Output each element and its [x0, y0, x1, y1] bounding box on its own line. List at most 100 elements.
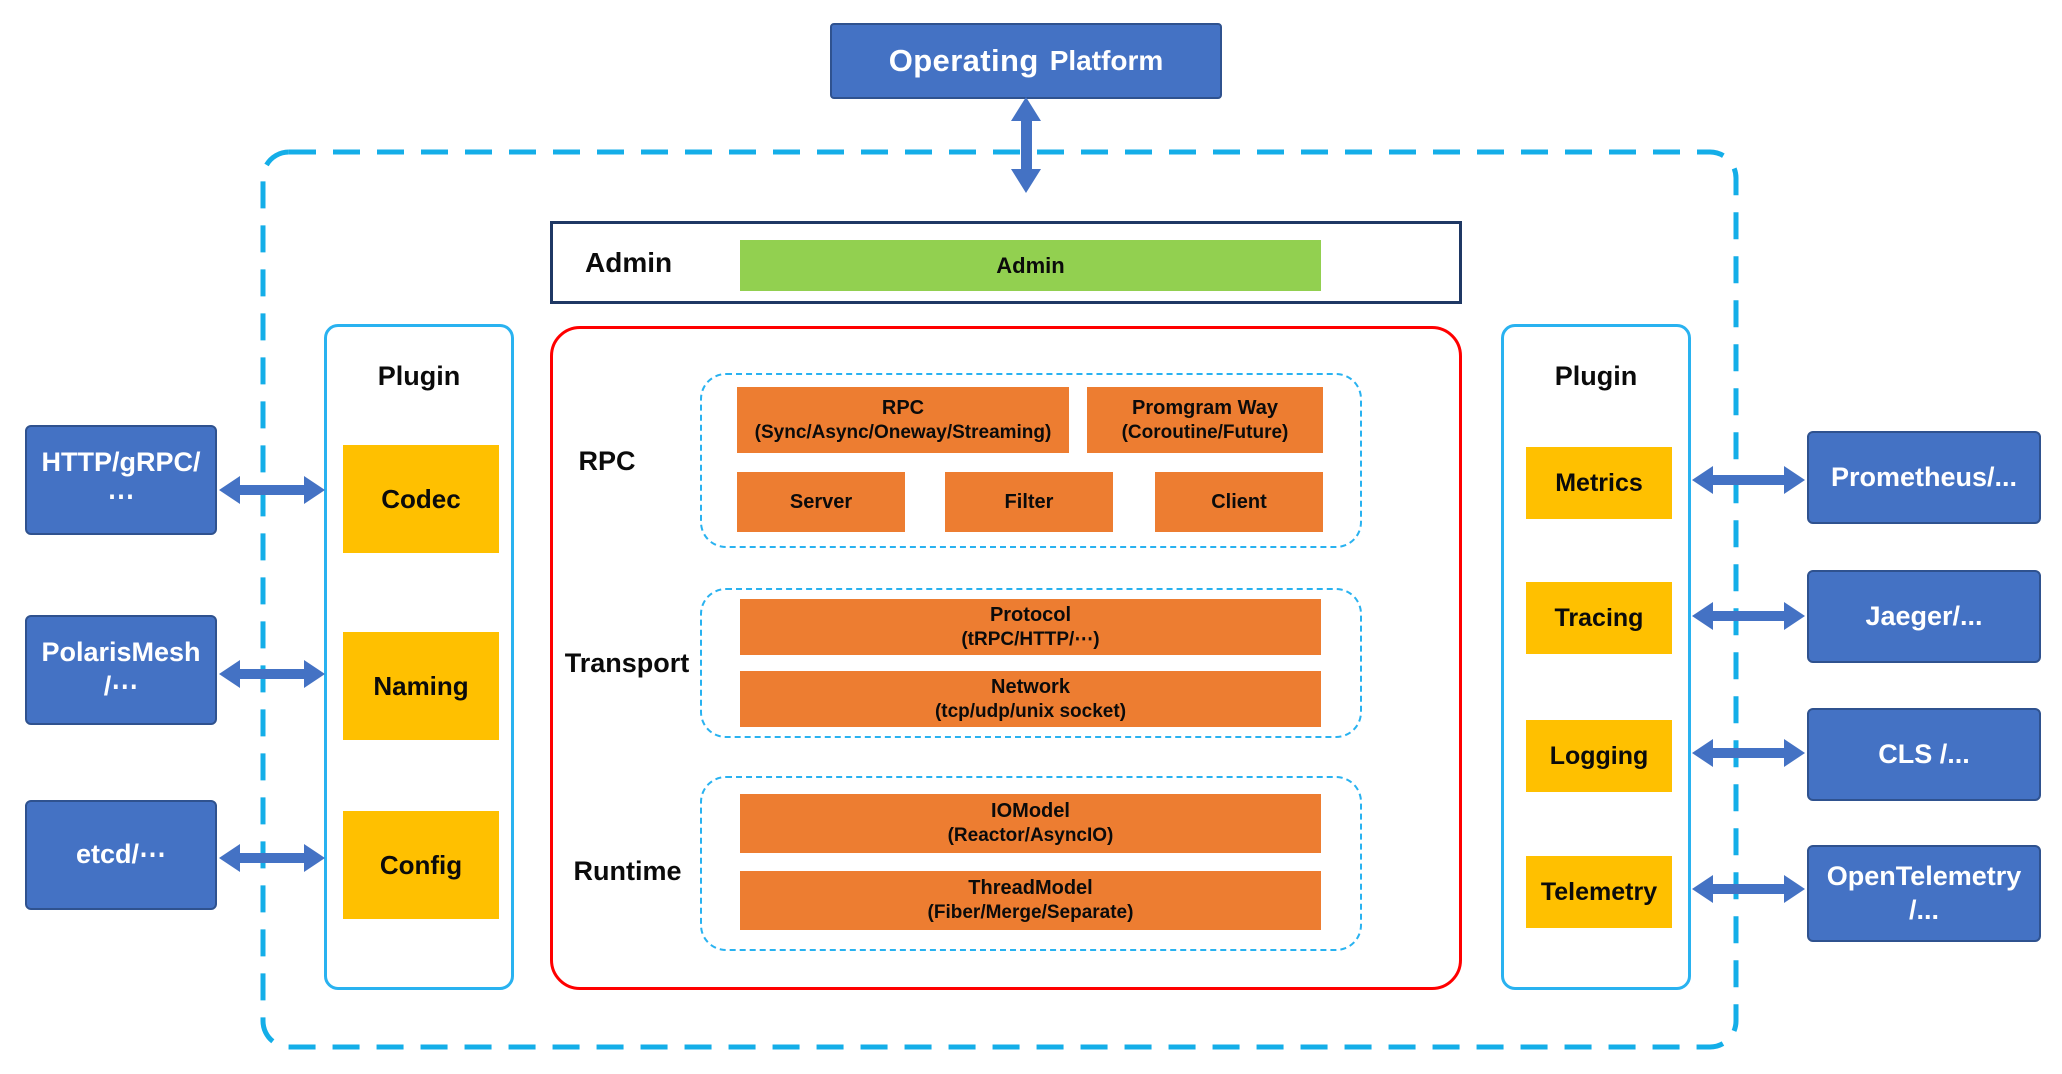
admin-bar: Admin: [740, 240, 1321, 291]
filter-label: Filter: [1004, 490, 1054, 513]
external-opentelemetry-box: OpenTelemetry /...: [1807, 845, 2041, 942]
operating-platform-box: Operating Platform: [830, 23, 1222, 99]
operating-platform-arrow: [1004, 97, 1048, 193]
opentelemetry-label-line1: OpenTelemetry: [1826, 860, 2022, 891]
arrow-shaft: [1713, 884, 1784, 894]
threadmodel-title: ThreadModel: [968, 877, 1093, 900]
arrow-head-left-icon: [1692, 739, 1713, 767]
plugin-item-naming: Naming: [343, 632, 499, 740]
arrow-shaft: [1713, 475, 1784, 485]
prometheus-label: Prometheus/...: [1830, 461, 2018, 492]
arrow-head-right-icon: [304, 660, 325, 688]
arrow-polarismesh-naming: [219, 659, 325, 689]
admin-box: Admin Admin: [550, 221, 1462, 304]
arrow-telemetry-opentelemetry: [1692, 874, 1805, 904]
arrow-metrics-prometheus: [1692, 465, 1805, 495]
rpc-call-modes-box: RPC (Sync/Async/Oneway/Streaming): [737, 387, 1069, 453]
plugin-right-title: Plugin: [1554, 361, 1638, 391]
opentelemetry-label-line2: /...: [1908, 894, 1939, 925]
external-jaeger-box: Jaeger/...: [1807, 570, 2041, 663]
arrow-shaft: [1020, 121, 1032, 169]
arrow-head-right-icon: [304, 844, 325, 872]
rpc-call-modes-detail: (Sync/Async/Oneway/Streaming): [754, 421, 1052, 443]
arrow-head-right-icon: [1784, 466, 1805, 494]
section-label-transport: Transport: [564, 648, 690, 678]
arrow-head-left-icon: [219, 476, 240, 504]
arrow-head-left-icon: [1692, 602, 1713, 630]
arrow-logging-cls: [1692, 738, 1805, 768]
jaeger-label: Jaeger/...: [1865, 600, 1983, 631]
network-detail: (tcp/udp/unix socket): [934, 700, 1127, 722]
plugin-item-metrics: Metrics: [1526, 447, 1672, 519]
admin-label: Admin: [585, 246, 673, 278]
rpc-call-modes-title: RPC: [881, 396, 925, 419]
plugin-panel-left: Plugin Codec Naming Config: [324, 324, 514, 990]
arrow-shaft: [240, 485, 304, 495]
rpc-section-group: [700, 373, 1362, 548]
protocol-box: Protocol (tRPC/HTTP/⋯): [740, 599, 1321, 655]
client-box: Client: [1155, 472, 1323, 532]
iomodel-title: IOModel: [991, 800, 1070, 823]
framework-boundary-dashed-border: [260, 149, 1739, 1050]
external-prometheus-box: Prometheus/...: [1807, 431, 2041, 524]
plugin-item-config: Config: [343, 811, 499, 919]
arrow-shaft: [1713, 748, 1784, 758]
tracing-label: Tracing: [1554, 603, 1644, 632]
http-grpc-label-line2: ⋯: [107, 481, 135, 511]
arrow-tracing-jaeger: [1692, 601, 1805, 631]
arrow-head-left-icon: [219, 844, 240, 872]
polarismesh-label-line1: PolarisMesh: [41, 637, 201, 668]
filter-box: Filter: [945, 472, 1113, 532]
iomodel-box: IOModel (Reactor/AsyncIO): [740, 794, 1321, 853]
runtime-section-group: [700, 776, 1362, 951]
arrow-head-left-icon: [219, 660, 240, 688]
section-label-runtime: Runtime: [573, 856, 682, 886]
external-http-grpc-box: HTTP/gRPC/ ⋯: [25, 425, 217, 535]
arrow-head-right-icon: [1784, 875, 1805, 903]
config-label: Config: [379, 849, 463, 880]
polarismesh-label-line2: /⋯: [103, 671, 139, 701]
operating-platform-label-main: Operating: [888, 43, 1039, 78]
arrow-shaft: [240, 669, 304, 679]
section-label-rpc: RPC: [578, 446, 636, 476]
arrow-head-right-icon: [304, 476, 325, 504]
protocol-detail: (tRPC/HTTP/⋯): [961, 628, 1100, 650]
arrow-shaft: [1713, 611, 1784, 621]
network-box: Network (tcp/udp/unix socket): [740, 671, 1321, 727]
admin-bar-label: Admin: [996, 252, 1065, 278]
program-way-title: Promgram Way: [1132, 396, 1278, 419]
client-label: Client: [1211, 490, 1267, 513]
arrow-down-icon: [1011, 169, 1041, 193]
arrow-head-left-icon: [1692, 466, 1713, 494]
threadmodel-box: ThreadModel (Fiber/Merge/Separate): [740, 871, 1321, 930]
etcd-label: etcd/⋯: [75, 839, 167, 870]
iomodel-detail: (Reactor/AsyncIO): [947, 825, 1114, 847]
network-title: Network: [991, 675, 1070, 698]
plugin-item-logging: Logging: [1526, 720, 1672, 792]
plugin-item-tracing: Tracing: [1526, 582, 1672, 654]
program-way-detail: (Coroutine/Future): [1121, 421, 1289, 443]
http-grpc-label-line1: HTTP/gRPC/: [41, 447, 201, 478]
operating-platform-label-sub: Platform: [1049, 45, 1164, 76]
plugin-left-title: Plugin: [377, 361, 461, 391]
metrics-label: Metrics: [1555, 468, 1643, 497]
cls-label: CLS /...: [1878, 738, 1970, 769]
plugin-item-telemetry: Telemetry: [1526, 856, 1672, 928]
plugin-panel-right: Plugin Metrics Tracing Logging Telemetry: [1501, 324, 1691, 990]
arrow-up-icon: [1011, 97, 1041, 121]
external-etcd-box: etcd/⋯: [25, 800, 217, 910]
external-cls-box: CLS /...: [1807, 708, 2041, 801]
arrow-http-codec: [219, 475, 325, 505]
threadmodel-detail: (Fiber/Merge/Separate): [927, 902, 1134, 924]
logging-label: Logging: [1549, 741, 1649, 770]
server-box: Server: [737, 472, 905, 532]
plugin-item-codec: Codec: [343, 445, 499, 553]
arrow-head-left-icon: [1692, 875, 1713, 903]
external-polarismesh-box: PolarisMesh /⋯: [25, 615, 217, 725]
transport-section-group: [700, 588, 1362, 738]
arrow-head-right-icon: [1784, 602, 1805, 630]
telemetry-label: Telemetry: [1540, 877, 1658, 906]
server-label: Server: [789, 490, 853, 513]
arrow-head-right-icon: [1784, 739, 1805, 767]
